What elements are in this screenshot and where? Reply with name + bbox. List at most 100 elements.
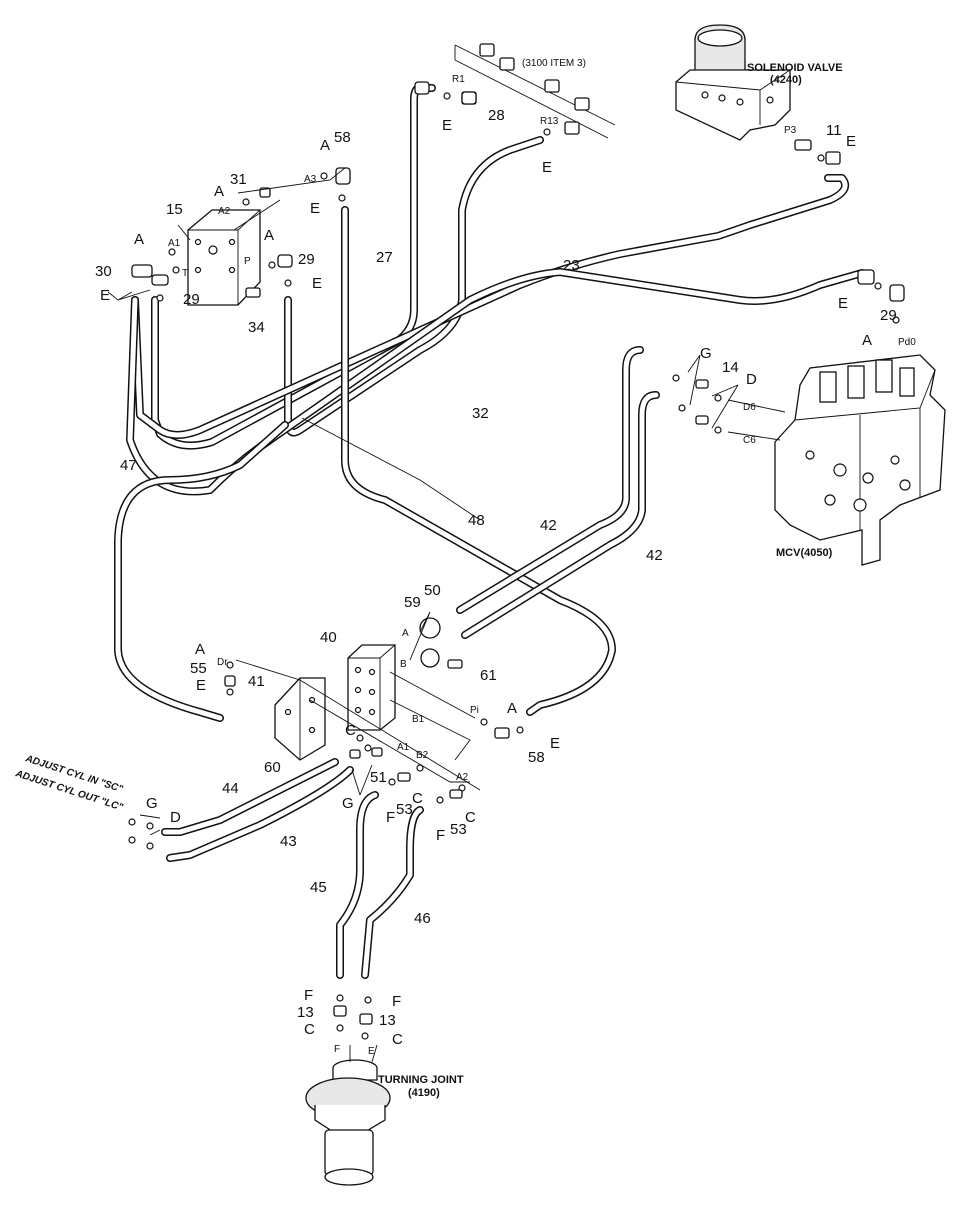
label-59: 59 xyxy=(404,594,421,611)
turning-joint-number: (4190) xyxy=(408,1087,440,1099)
item-labels: 58 31 15 30 29 29 34 27 28 11 23 29 14 3… xyxy=(95,107,897,1029)
seal-E: E xyxy=(310,200,320,217)
port-A: A xyxy=(402,628,409,639)
label-43: 43 xyxy=(280,833,297,850)
port-A1: A1 xyxy=(168,238,181,249)
label-11: 11 xyxy=(826,122,842,139)
seal-A: A xyxy=(214,183,224,200)
port-P: P xyxy=(244,256,251,267)
main-control-valve xyxy=(774,354,946,566)
port-R13: R13 xyxy=(540,116,559,127)
port-B1: B1 xyxy=(412,714,425,725)
label-34: 34 xyxy=(248,319,265,336)
label-23: 23 xyxy=(563,257,580,274)
seal-A: A xyxy=(507,700,517,717)
assembly-titles: SOLENOID VALVE (4240) (3100 ITEM 3) MCV(… xyxy=(13,58,842,1099)
label-58: 58 xyxy=(334,129,351,146)
seal-C: C xyxy=(412,790,423,807)
seal-D: D xyxy=(170,809,181,826)
label-53-left: 53 xyxy=(396,801,413,818)
port-E: E xyxy=(368,1046,375,1057)
label-45: 45 xyxy=(310,879,327,896)
port-A1-lower: A1 xyxy=(397,742,410,753)
port-B: B xyxy=(400,659,407,670)
label-15: 15 xyxy=(166,201,183,218)
seal-E: E xyxy=(846,133,856,150)
port-B2: B2 xyxy=(416,750,429,761)
label-51: 51 xyxy=(370,769,387,786)
label-27: 27 xyxy=(376,249,393,266)
seal-G: G xyxy=(342,795,354,812)
label-32: 32 xyxy=(472,405,489,422)
bracket-41 xyxy=(274,677,326,761)
hose-43 xyxy=(166,766,354,862)
seal-D: D xyxy=(746,371,757,388)
hose-23 xyxy=(131,174,849,439)
seal-A: A xyxy=(320,137,330,154)
port-D6: D6 xyxy=(743,402,756,413)
port-Pd0: Pd0 xyxy=(898,337,916,348)
leader-lines xyxy=(107,167,786,1063)
hoses xyxy=(114,84,866,979)
solenoid-valve-title: SOLENOID VALVE xyxy=(747,62,843,74)
seal-A: A xyxy=(862,332,872,349)
hose-42a xyxy=(456,346,644,614)
hose-42b xyxy=(461,391,660,639)
hose-44 xyxy=(161,758,339,836)
seal-F: F xyxy=(392,993,401,1010)
port-A3: A3 xyxy=(304,174,317,185)
seal-G: G xyxy=(700,345,712,362)
port-A2: A2 xyxy=(218,206,231,217)
label-48: 48 xyxy=(468,512,485,529)
label-31: 31 xyxy=(230,171,247,188)
seal-labels: A A A A E E E E E E E A G D A E A E C G … xyxy=(100,117,872,1048)
seal-F: F xyxy=(386,809,395,826)
seal-E: E xyxy=(100,287,110,304)
mcv-title: MCV(4050) xyxy=(776,547,833,559)
port-P3: P3 xyxy=(784,125,797,136)
label-14: 14 xyxy=(722,359,739,376)
hose-46 xyxy=(361,806,424,979)
seal-F: F xyxy=(304,987,313,1004)
port-Pi: Pi xyxy=(470,705,479,716)
hose-r13 xyxy=(284,136,544,437)
valve-block-15 xyxy=(131,81,905,306)
label-28: 28 xyxy=(488,107,505,124)
port-C6: C6 xyxy=(743,435,756,446)
label-50: 50 xyxy=(424,582,441,599)
label-60: 60 xyxy=(264,759,281,776)
label-13-right: 13 xyxy=(379,1012,396,1029)
label-13-left: 13 xyxy=(297,1004,314,1021)
seal-G: G xyxy=(146,795,158,812)
hose-47 xyxy=(114,421,289,722)
hose-32 xyxy=(126,268,866,496)
seal-E: E xyxy=(542,159,552,176)
seal-E: E xyxy=(312,275,322,292)
port-A2-lower: A2 xyxy=(456,772,469,783)
seal-A: A xyxy=(264,227,274,244)
seal-F: F xyxy=(436,827,445,844)
seal-E: E xyxy=(196,677,206,694)
label-47: 47 xyxy=(120,457,137,474)
hose-45 xyxy=(336,791,379,979)
seal-E: E xyxy=(838,295,848,312)
label-40: 40 xyxy=(320,629,337,646)
seal-C: C xyxy=(345,722,356,739)
pipe-assembly-3100 xyxy=(454,43,616,139)
seal-C: C xyxy=(465,809,476,826)
label-42-upper: 42 xyxy=(540,517,557,534)
port-R1: R1 xyxy=(452,74,465,85)
label-29-left: 29 xyxy=(183,291,200,308)
label-29-right: 29 xyxy=(880,307,897,324)
port-Dr: Dr xyxy=(217,657,228,668)
solenoid-valve-number: (4240) xyxy=(770,74,802,86)
label-29-center: 29 xyxy=(298,251,315,268)
turning-joint xyxy=(305,1059,391,1186)
solenoid-valve xyxy=(675,24,841,165)
label-42-lower: 42 xyxy=(646,547,663,564)
turning-joint-title: TURNING JOINT xyxy=(378,1074,464,1086)
seal-E: E xyxy=(442,117,452,134)
label-58-lower: 58 xyxy=(528,749,545,766)
hose-48 xyxy=(341,206,616,716)
